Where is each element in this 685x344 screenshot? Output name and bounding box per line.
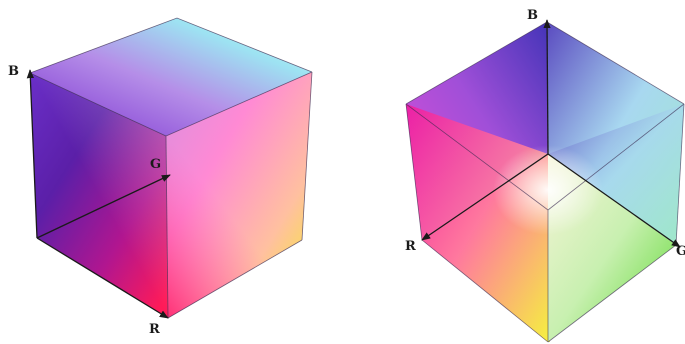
left-g-label: G: [150, 157, 161, 172]
left-rgb-cube: B G R: [8, 18, 312, 337]
left-r-label: R: [149, 322, 160, 337]
right-rgb-cube: B R G: [405, 8, 685, 342]
right-g-label: G: [676, 244, 685, 259]
left-b-label: B: [8, 64, 19, 79]
right-b-label: B: [527, 8, 538, 23]
right-r-label: R: [405, 239, 416, 254]
